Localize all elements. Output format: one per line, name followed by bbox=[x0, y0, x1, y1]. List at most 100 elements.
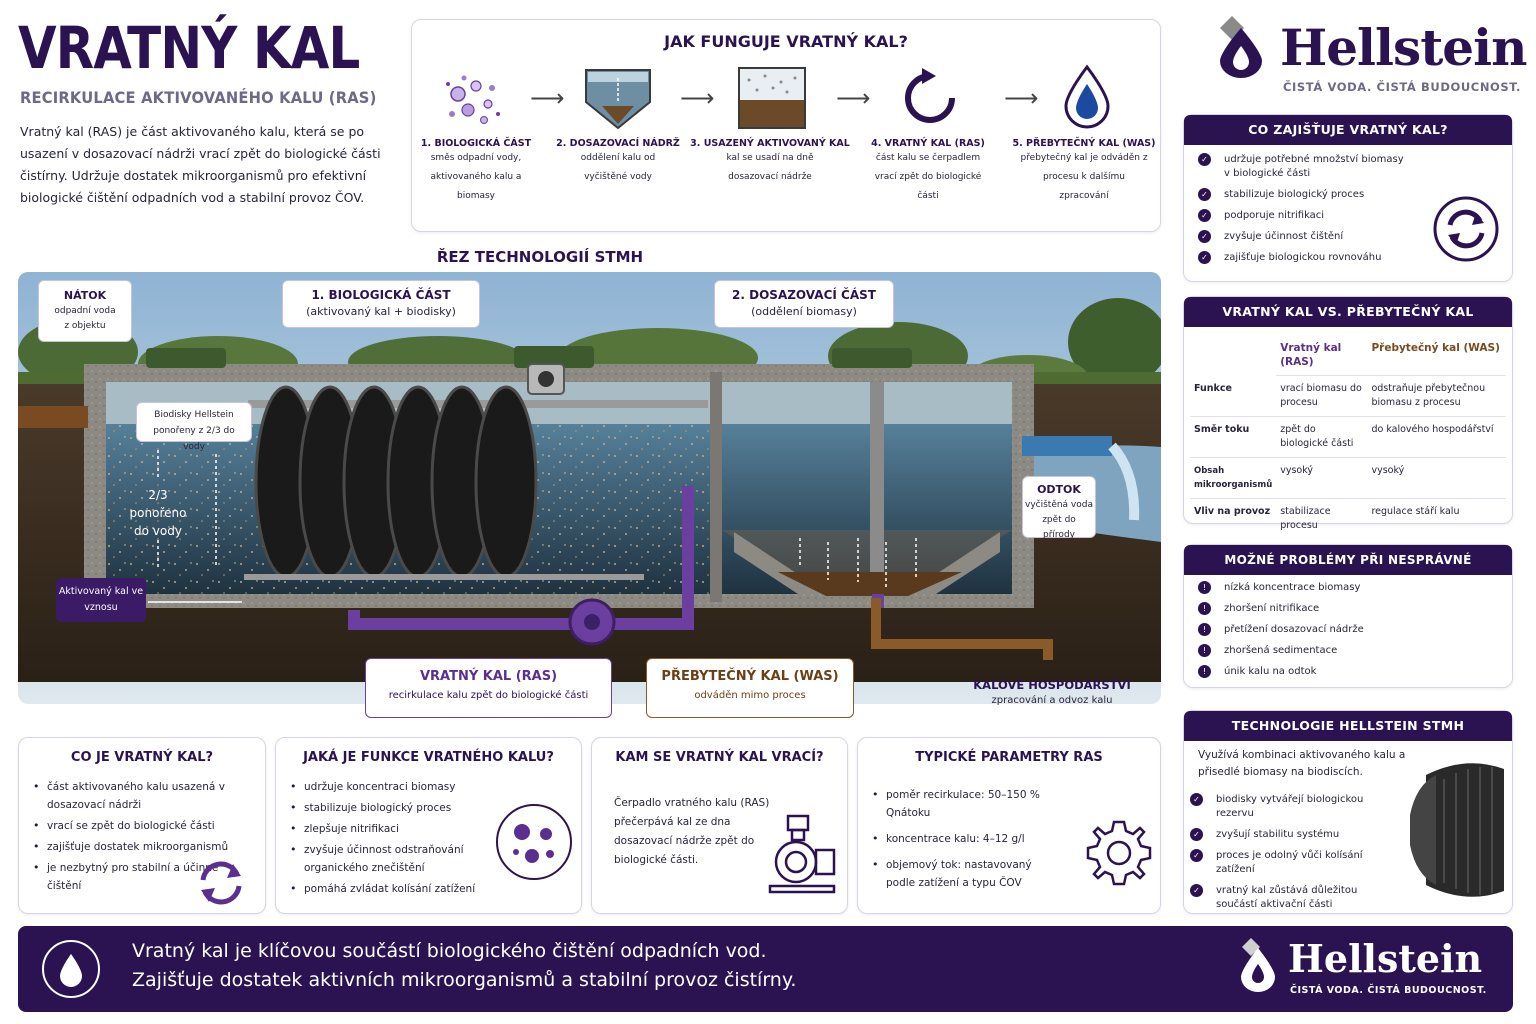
provides-item: stabilizuje biologický proces bbox=[1224, 189, 1365, 200]
table-row: Obsah mikroorganismů vysoký vysoký bbox=[1190, 457, 1506, 499]
col-was-header: Přebytečný kal (WAS) bbox=[1367, 335, 1506, 376]
outlet-title: ODTOK bbox=[1037, 483, 1081, 496]
function-card: JAKÁ JE FUNKCE VRATNÉHO KALU? udržuje ko… bbox=[275, 737, 582, 914]
problems-title: MOŽNÉ PROBLÉMY PŘI NESPRÁVNÉ RECIRKULACI bbox=[1184, 545, 1512, 597]
row-label: Vliv na provoz bbox=[1194, 506, 1271, 517]
comparison-card: VRATNÝ KAL VS. PŘEBYTEČNÝ KAL Vratný kal… bbox=[1183, 296, 1513, 531]
gear-icon bbox=[1086, 820, 1152, 886]
provides-item: zajišťuje biologickou rovnováhu bbox=[1224, 252, 1382, 263]
list-item: vrací se zpět do biologické části bbox=[23, 817, 233, 835]
ras-title: VRATNÝ KAL (RAS) bbox=[419, 669, 558, 684]
step-desc: přebytečný kal je odváděn z procesu k da… bbox=[1020, 153, 1148, 201]
list-item: ✓proces je odolný vůči kolísání zatížení bbox=[1190, 849, 1386, 877]
provides-item: podporuje nitrifikaci bbox=[1224, 210, 1325, 221]
step-2: 2. DOSAZOVACÍ NÁDRŽ oddělení kalu od vyč… bbox=[550, 138, 686, 187]
stmh-cross-section bbox=[18, 272, 1161, 704]
check-icon: ✓ bbox=[1190, 884, 1203, 897]
list-item: !nízká koncentrace biomasy bbox=[1198, 581, 1498, 595]
step-desc: část kalu se čerpadlem vrací zpět do bio… bbox=[874, 153, 982, 201]
microorganism-icon bbox=[496, 804, 572, 880]
settle-title: 2. DOSAZOVACÍ ČÁST bbox=[732, 288, 876, 302]
section-title: ŘEZ TECHNOLOGIÍ STMH bbox=[436, 248, 644, 266]
tech-item: biodisky vytvářejí biologickou rezervu bbox=[1216, 794, 1364, 819]
water-drop-icon bbox=[1064, 64, 1110, 129]
table-row: Vliv na provoz stabilizace procesu regul… bbox=[1190, 499, 1506, 540]
table-row: Funkce vrací biomasu do procesu odstraňu… bbox=[1190, 375, 1506, 417]
list-item: zlepšuje nitrifikaci bbox=[280, 820, 490, 838]
provides-item: zvyšuje účinnost čištění bbox=[1224, 231, 1344, 242]
list-item: je nezbytný pro stabilní a účinné čištěn… bbox=[23, 859, 233, 895]
tech-item: vratný kal zůstává důležitou součástí ak… bbox=[1216, 885, 1358, 910]
tech-title: TECHNOLOGIE HELLSTEIN STMH bbox=[1184, 711, 1512, 741]
intro-text: Vratný kal (RAS) je část aktivovaného ka… bbox=[20, 124, 381, 205]
problems-list: !nízká koncentrace biomasy !zhoršení nit… bbox=[1198, 581, 1498, 686]
brand-tagline: ČISTÁ VODA. ČISTÁ BUDOUCNOST. bbox=[1283, 80, 1521, 94]
inlet-desc: odpadní voda z objektu bbox=[54, 306, 116, 331]
was-desc: odváděn mimo proces bbox=[694, 690, 806, 701]
list-item: ✓zajišťuje biologickou rovnováhu bbox=[1198, 251, 1408, 265]
function-list: udržuje koncentraci biomasy stabilizuje … bbox=[280, 778, 490, 901]
cell-was: odstraňuje přebytečnou biomasu z procesu bbox=[1367, 375, 1506, 417]
table-row: Směr toku zpět do biologické části do ka… bbox=[1190, 416, 1506, 458]
list-item: pomáhá zvládat kolísání zatížení bbox=[280, 880, 490, 898]
list-item: ✓zvyšuje účinnost čištění bbox=[1198, 230, 1408, 244]
row-label: Směr toku bbox=[1190, 416, 1277, 458]
where-title: KAM SE VRATNÝ KAL VRACÍ? bbox=[615, 750, 824, 765]
pump-icon bbox=[768, 814, 836, 894]
microbes-icon bbox=[446, 75, 500, 124]
what-card: CO JE VRATNÝ KAL? část aktivovaného kalu… bbox=[18, 737, 266, 914]
submerged-note: 2/3 ponořeno do vody bbox=[129, 488, 187, 538]
tech-list: ✓biodisky vytvářejí biologickou rezervu … bbox=[1190, 793, 1386, 919]
list-item: !únik kalu na odtok bbox=[1198, 665, 1498, 679]
step-desc: oddělení kalu od vyčištěné vody bbox=[580, 153, 656, 182]
step-desc: směs odpadní vody, aktivovaného kalu a b… bbox=[430, 153, 522, 201]
step-3: 3. USAZENÝ AKTIVOVANÝ KAL kal se usadí n… bbox=[690, 138, 850, 187]
inlet-title: NÁTOK bbox=[63, 289, 107, 302]
hellstein-logo-icon bbox=[1220, 16, 1262, 78]
how-card: JAK FUNGUJE VRATNÝ KAL? ⟶ ⟶ ⟶ ⟶ bbox=[411, 19, 1161, 232]
settle-desc: (oddělení biomasy) bbox=[751, 305, 857, 318]
how-title: JAK FUNGUJE VRATNÝ KAL? bbox=[664, 32, 908, 51]
what-list: část aktivovaného kalu usazená v dosazov… bbox=[23, 778, 233, 898]
problem-item: přetížení dosazovací nádrže bbox=[1224, 624, 1364, 635]
bio-desc: (aktivovaný kal + biodisky) bbox=[306, 305, 456, 318]
step-title: 5. PŘEBYTEČNÝ KAL (WAS) bbox=[1012, 138, 1156, 149]
ras-desc: recirkulace kalu zpět do biologické část… bbox=[388, 690, 589, 701]
recycle-arrow-icon bbox=[905, 68, 955, 123]
list-item: část aktivovaného kalu usazená v dosazov… bbox=[23, 778, 233, 814]
footer-line-1: Vratný kal je klíčovou součástí biologic… bbox=[132, 940, 767, 962]
table-row: Vratný kal (RAS) Přebytečný kal (WAS) bbox=[1190, 335, 1506, 376]
function-title: JAKÁ JE FUNKCE VRATNÉHO KALU? bbox=[303, 750, 554, 765]
cycle-icon bbox=[1433, 196, 1499, 262]
was-label: PŘEBYTEČNÝ KAL (WAS) odváděn mimo proces bbox=[646, 658, 854, 718]
row-label: Obsah mikroorganismů bbox=[1190, 457, 1277, 499]
page-title: VRATNÝ KAL bbox=[18, 14, 360, 82]
check-icon: ✓ bbox=[1190, 828, 1203, 841]
footer-brand-name: Hellstein bbox=[1288, 936, 1483, 981]
params-title: TYPICKÉ PARAMETRY RAS bbox=[915, 750, 1103, 765]
list-item: objemový tok: nastavovaný podle zatížení… bbox=[862, 856, 1062, 892]
step-title: 1. BIOLOGICKÁ ČÁST bbox=[420, 138, 532, 149]
outlet-desc: vyčištěná voda zpět do přírody bbox=[1025, 500, 1093, 540]
row-label: Funkce bbox=[1190, 375, 1277, 417]
comparison-title: VRATNÝ KAL VS. PŘEBYTEČNÝ KAL bbox=[1184, 297, 1512, 327]
cell-ras: zpět do biologické části bbox=[1276, 416, 1368, 458]
check-icon: ✓ bbox=[1198, 153, 1211, 166]
params-card: TYPICKÉ PARAMETRY RAS poměr recirkulace:… bbox=[857, 737, 1161, 914]
footer-banner: Vratný kal je klíčovou součástí biologic… bbox=[18, 926, 1513, 1012]
provides-card: CO ZAJIŠŤUJE VRATNÝ KAL? ✓udržuje potřeb… bbox=[1183, 114, 1513, 282]
list-item: zvyšuje účinnost odstraňování organickéh… bbox=[280, 841, 490, 877]
problems-card: MOŽNÉ PROBLÉMY PŘI NESPRÁVNÉ RECIRKULACI… bbox=[1183, 544, 1513, 688]
cell-was: vysoký bbox=[1367, 457, 1506, 499]
provides-title: CO ZAJIŠŤUJE VRATNÝ KAL? bbox=[1184, 115, 1512, 145]
problem-item: nízká koncentrace biomasy bbox=[1224, 582, 1361, 593]
list-item: ✓udržuje potřebné množství biomasy v bio… bbox=[1198, 153, 1408, 181]
biodisk-image bbox=[1410, 763, 1504, 897]
check-icon: ✓ bbox=[1198, 188, 1211, 201]
list-item: poměr recirkulace: 50–150 % Qnátoku bbox=[862, 786, 1062, 822]
settle-label: 2. DOSAZOVACÍ ČÁST (oddělení biomasy) bbox=[714, 280, 894, 328]
list-item: ✓biodisky vytvářejí biologickou rezervu bbox=[1190, 793, 1386, 821]
check-icon: ✓ bbox=[1190, 849, 1203, 862]
check-icon: ✓ bbox=[1198, 209, 1211, 222]
list-item: ✓ vratný kal zůstává důležitou součástí a… bbox=[1190, 884, 1386, 912]
